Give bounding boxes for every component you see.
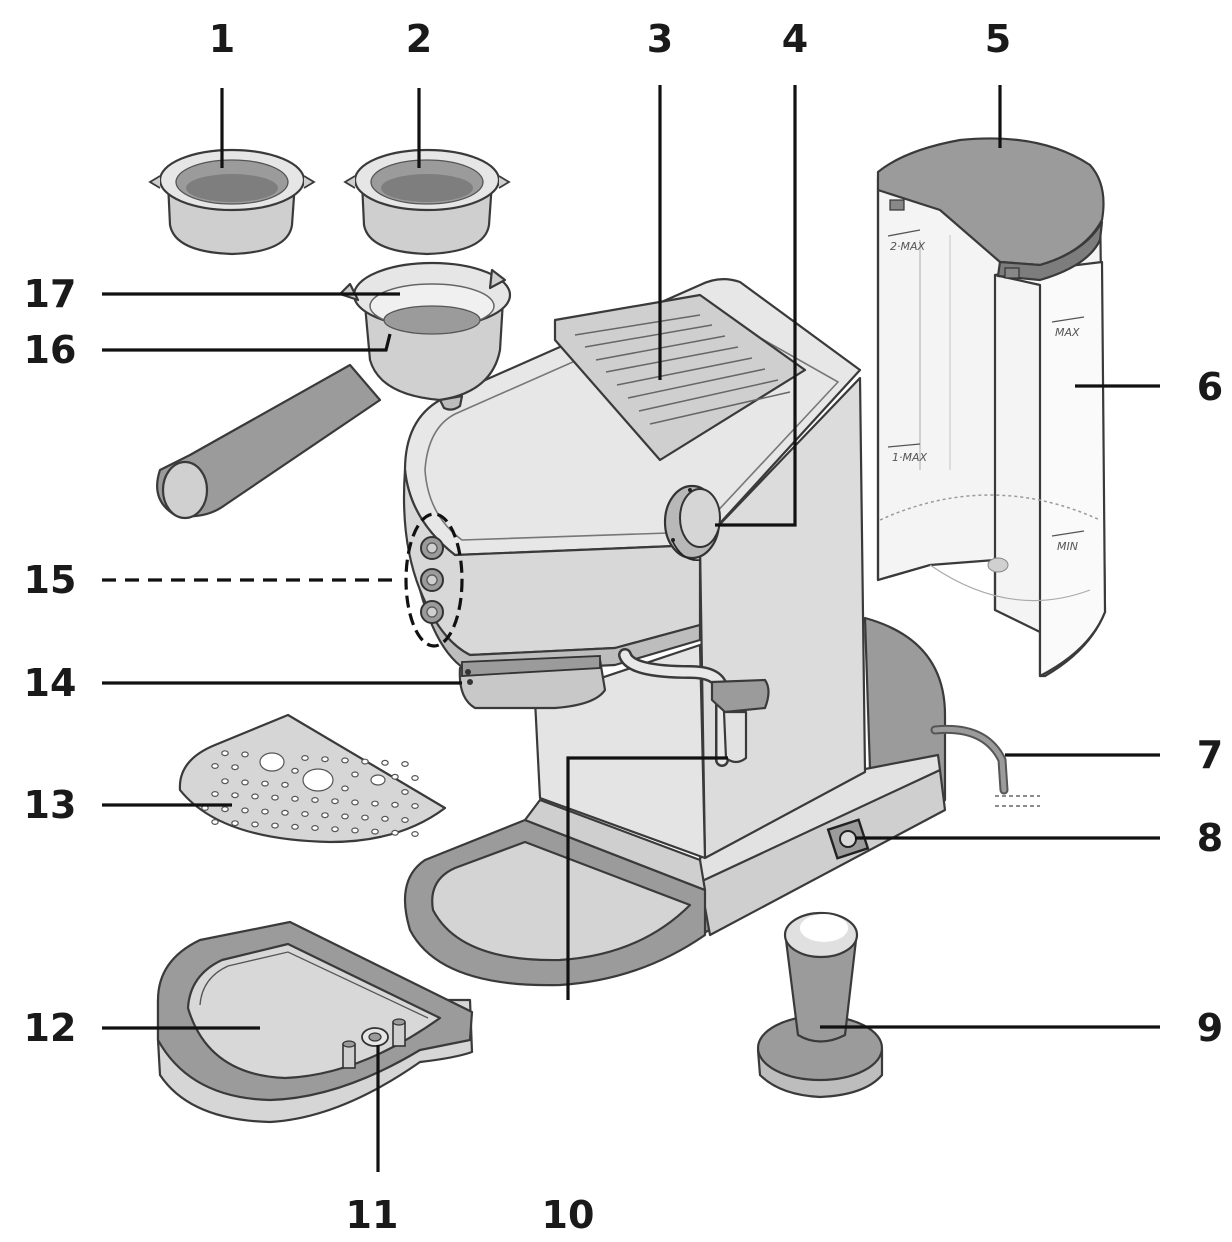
control-buttons	[404, 512, 464, 648]
cup-warmer-tray	[553, 293, 807, 462]
callout-4: 4	[782, 17, 808, 61]
brew-group	[458, 655, 607, 710]
tank-mark-min: MIN	[1057, 540, 1078, 553]
power-cord	[930, 724, 1040, 807]
callout-16: 16	[24, 328, 77, 372]
callout-8: 8	[1197, 816, 1223, 860]
callout-2: 2	[406, 17, 432, 61]
tank-scale-marks: 2·MAX 1·MAX MAX MIN	[887, 229, 1085, 553]
tank-mark-cup-top: 2·MAX	[890, 240, 926, 253]
drip-tray	[156, 920, 474, 1124]
double-cup-filter	[343, 148, 511, 256]
steam-wand	[618, 648, 770, 767]
button-bottom[interactable]	[420, 600, 444, 624]
callout-5: 5	[985, 17, 1011, 61]
tank-mark-cup-mid: 1·MAX	[892, 451, 928, 464]
button-top[interactable]	[420, 536, 444, 560]
tamper	[756, 911, 884, 1099]
callout-3: 3	[647, 17, 673, 61]
callout-6: 6	[1197, 365, 1223, 409]
callout-17: 17	[24, 272, 77, 316]
drip-grid	[178, 713, 447, 844]
callout-7: 7	[1197, 733, 1223, 777]
portafilter	[156, 261, 512, 520]
power-switch[interactable]	[826, 818, 870, 860]
float-indicator	[342, 1018, 406, 1069]
callout-1: 1	[209, 17, 235, 61]
tank-mark-max: MAX	[1055, 326, 1080, 339]
leader-lines	[102, 85, 1160, 1172]
callout-9: 9	[1197, 1006, 1223, 1050]
rotary-knob[interactable]	[663, 484, 721, 561]
water-tank: 2·MAX 1·MAX MAX MIN	[876, 137, 1107, 678]
callout-11: 11	[346, 1193, 399, 1237]
callout-14: 14	[24, 661, 77, 705]
callout-numbers: 1 2 3 4 5 6 7 8 9 10 11 12 13 14 15 16 1…	[24, 17, 1224, 1237]
single-cup-filter	[148, 148, 316, 256]
callout-10: 10	[542, 1193, 595, 1237]
callout-15: 15	[24, 558, 77, 602]
callout-12: 12	[24, 1006, 77, 1050]
callout-13: 13	[24, 783, 77, 827]
button-middle[interactable]	[420, 568, 444, 592]
